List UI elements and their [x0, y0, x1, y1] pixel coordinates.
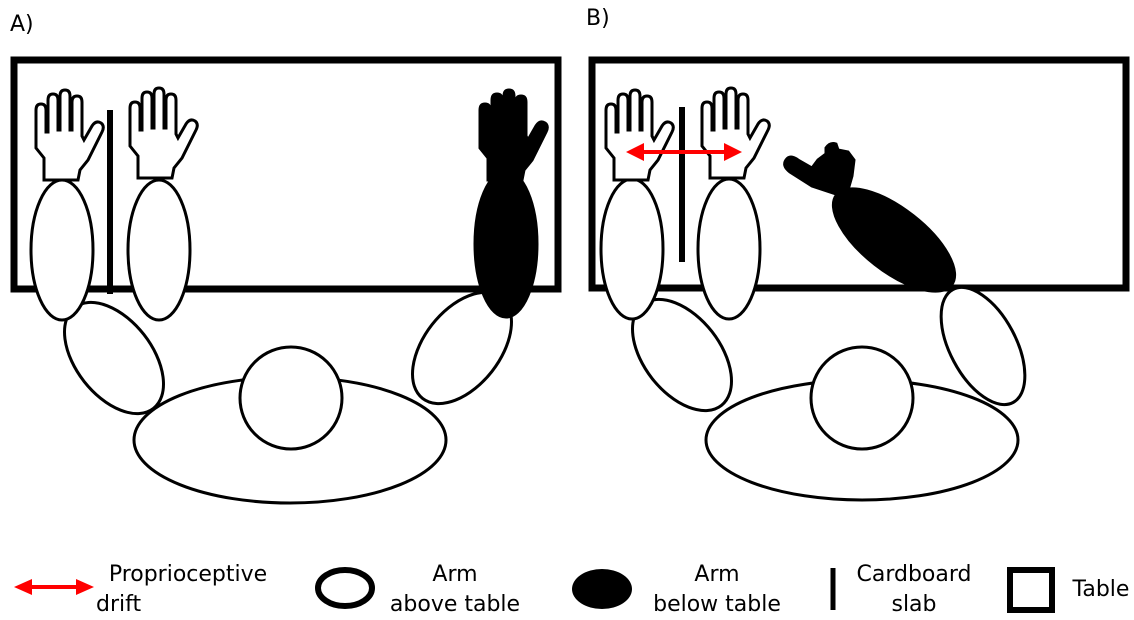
legend-arm-above-line2: above table — [380, 590, 530, 620]
head-b — [811, 347, 913, 449]
legend-slab-line1: Cardboard — [846, 560, 982, 590]
legend-drift-label: Proprioceptive drift — [96, 560, 280, 620]
legend-drift-icon — [14, 579, 94, 595]
legend-arm-above-icon — [318, 570, 372, 606]
legend-drift-line2: drift — [96, 590, 280, 620]
table-b — [592, 60, 1126, 288]
hidden-arm-b — [785, 144, 971, 310]
legend-arm-below-icon — [572, 569, 632, 609]
legend-drift-line1: Proprioceptive — [96, 560, 280, 590]
legend-table-label: Table — [1068, 575, 1134, 605]
real-arm-b — [698, 88, 769, 319]
legend-slab-line2: slab — [846, 590, 982, 620]
panel-a — [14, 60, 558, 503]
legend-arm-above-label: Arm above table — [380, 560, 530, 620]
head-a — [240, 347, 342, 449]
legend-table-icon — [1010, 570, 1052, 610]
legend-arm-below-label: Arm below table — [640, 560, 794, 620]
legend-arm-below-line1: Arm — [640, 560, 794, 590]
legend-arm-below-line2: below table — [640, 590, 794, 620]
real-arm-a — [128, 88, 197, 320]
legend-slab-label: Cardboard slab — [846, 560, 982, 620]
legend-arm-above-line1: Arm — [380, 560, 530, 590]
panel-b — [592, 60, 1126, 500]
hidden-arm-a — [475, 90, 547, 317]
